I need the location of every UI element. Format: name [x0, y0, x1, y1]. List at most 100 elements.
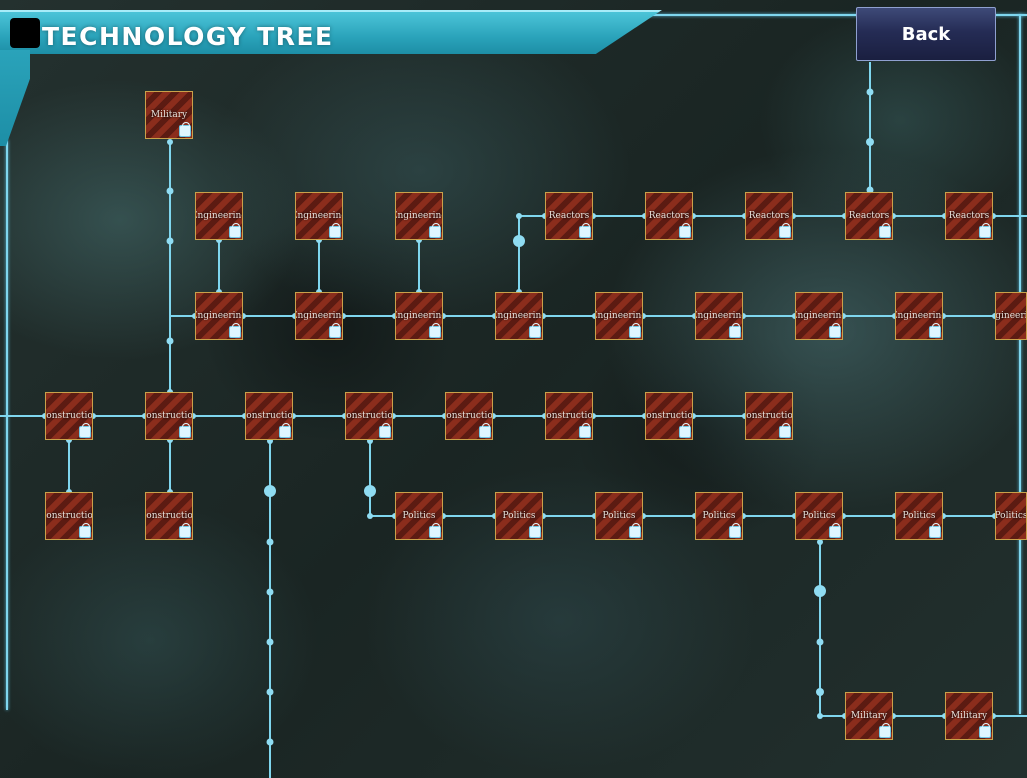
tech-node-politics[interactable]: Politics: [995, 492, 1027, 540]
tech-node-engineering[interactable]: Engineering: [695, 292, 743, 340]
lock-icon: [679, 423, 691, 438]
lock-icon: [629, 323, 641, 338]
lock-icon: [579, 423, 591, 438]
tech-node-politics[interactable]: Politics: [595, 492, 643, 540]
tech-node-label: Reactors: [548, 211, 590, 221]
lock-icon: [829, 323, 841, 338]
tech-node-label: Construction: [346, 411, 393, 421]
tech-node-label: Politics: [702, 511, 736, 521]
tech-node-label: Engineering: [995, 311, 1026, 321]
tech-node-engineering[interactable]: Engineering: [995, 292, 1027, 340]
lock-icon: [629, 523, 641, 538]
tech-node-reactors[interactable]: Reactors: [945, 192, 993, 240]
tech-node-label: Politics: [402, 511, 436, 521]
tech-node-politics[interactable]: Politics: [795, 492, 843, 540]
tech-node-engineering[interactable]: Engineering: [795, 292, 843, 340]
lock-icon: [79, 423, 91, 438]
lock-icon: [979, 723, 991, 738]
tech-node-military[interactable]: Military: [945, 692, 993, 740]
tech-node-label: Construction: [146, 511, 193, 521]
tech-node-politics[interactable]: Politics: [395, 492, 443, 540]
tech-node-politics[interactable]: Politics: [695, 492, 743, 540]
lock-icon: [279, 423, 291, 438]
lock-icon: [579, 223, 591, 238]
tech-node-label: Politics: [502, 511, 536, 521]
tech-node-construction[interactable]: Construction: [45, 392, 93, 440]
tech-node-label: Engineering: [696, 311, 742, 321]
tech-node-engineering[interactable]: Engineering: [195, 292, 243, 340]
tech-node-label: Construction: [46, 411, 93, 421]
tech-node-label: Engineering: [296, 211, 342, 221]
tech-node-politics[interactable]: Politics: [895, 492, 943, 540]
page-title: TECHNOLOGY TREE: [42, 22, 334, 51]
tech-node-reactors[interactable]: Reactors: [845, 192, 893, 240]
tech-node-construction[interactable]: Construction: [345, 392, 393, 440]
tech-node-label: Construction: [746, 411, 793, 421]
tech-node-label: Reactors: [848, 211, 890, 221]
tech-node-construction[interactable]: Construction: [145, 492, 193, 540]
tech-node-reactors[interactable]: Reactors: [745, 192, 793, 240]
lock-icon: [729, 523, 741, 538]
lock-icon: [329, 323, 341, 338]
lock-icon: [429, 523, 441, 538]
header-bar: [0, 10, 662, 54]
tech-node-label: Engineering: [196, 211, 242, 221]
tech-node-construction[interactable]: Construction: [645, 392, 693, 440]
lock-icon: [879, 723, 891, 738]
tech-node-engineering[interactable]: Engineering: [295, 192, 343, 240]
tech-node-engineering[interactable]: Engineering: [295, 292, 343, 340]
tech-node-label: Engineering: [496, 311, 542, 321]
tech-node-label: Construction: [246, 411, 293, 421]
lock-icon: [179, 523, 191, 538]
tech-node-construction[interactable]: Construction: [145, 392, 193, 440]
header-square-icon: [10, 18, 40, 48]
tech-node-engineering[interactable]: Engineering: [495, 292, 543, 340]
tech-node-label: Construction: [546, 411, 593, 421]
lock-icon: [379, 423, 391, 438]
tech-node-label: Politics: [995, 511, 1027, 521]
frame-top-line: [600, 14, 1027, 16]
tech-node-engineering[interactable]: Engineering: [395, 292, 443, 340]
tech-node-label: Construction: [646, 411, 693, 421]
tech-node-military[interactable]: Military: [845, 692, 893, 740]
tech-node-military[interactable]: Military: [145, 91, 193, 139]
tech-node-reactors[interactable]: Reactors: [545, 192, 593, 240]
tech-node-construction[interactable]: Construction: [745, 392, 793, 440]
frame-right-line: [1019, 14, 1021, 714]
tech-node-label: Construction: [146, 411, 193, 421]
tech-node-reactors[interactable]: Reactors: [645, 192, 693, 240]
tech-node-engineering[interactable]: Engineering: [595, 292, 643, 340]
tech-node-label: Politics: [802, 511, 836, 521]
lock-icon: [479, 423, 491, 438]
tech-node-construction[interactable]: Construction: [245, 392, 293, 440]
back-button[interactable]: Back: [856, 7, 996, 61]
tech-node-label: Engineering: [296, 311, 342, 321]
tech-node-engineering[interactable]: Engineering: [195, 192, 243, 240]
lock-icon: [529, 523, 541, 538]
lock-icon: [179, 423, 191, 438]
frame-left-line: [6, 140, 8, 710]
tech-node-label: Reactors: [748, 211, 790, 221]
tech-node-label: Military: [950, 711, 988, 721]
lock-icon: [79, 523, 91, 538]
tech-node-label: Construction: [446, 411, 493, 421]
lock-icon: [679, 223, 691, 238]
tech-node-label: Construction: [46, 511, 93, 521]
tech-node-construction[interactable]: Construction: [545, 392, 593, 440]
tech-node-label: Engineering: [796, 311, 842, 321]
tech-node-construction[interactable]: Construction: [45, 492, 93, 540]
tech-node-engineering[interactable]: Engineering: [395, 192, 443, 240]
tech-node-label: Politics: [902, 511, 936, 521]
tech-node-label: Engineering: [596, 311, 642, 321]
lock-icon: [979, 223, 991, 238]
tech-node-construction[interactable]: Construction: [445, 392, 493, 440]
lock-icon: [229, 323, 241, 338]
tech-node-engineering[interactable]: Engineering: [895, 292, 943, 340]
lock-icon: [229, 223, 241, 238]
lock-icon: [329, 223, 341, 238]
tech-node-politics[interactable]: Politics: [495, 492, 543, 540]
tech-node-label: Military: [850, 711, 888, 721]
tech-node-label: Engineering: [396, 211, 442, 221]
tech-node-label: Engineering: [896, 311, 942, 321]
lock-icon: [179, 122, 191, 137]
